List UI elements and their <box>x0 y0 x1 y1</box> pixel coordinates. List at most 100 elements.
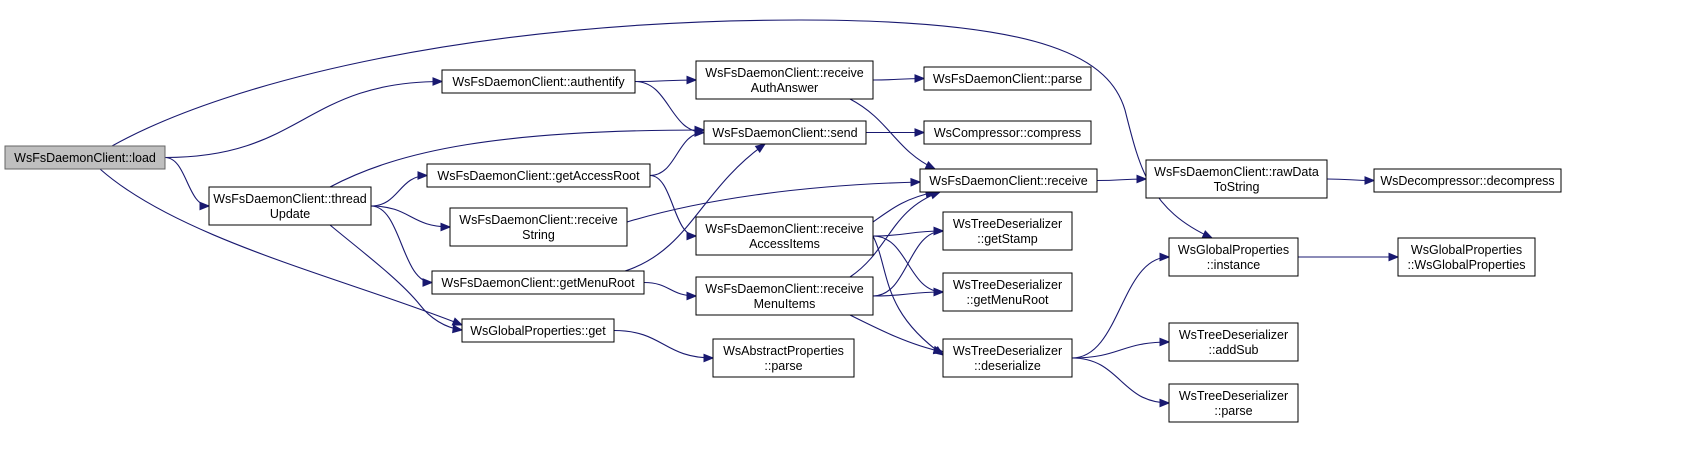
edge-line <box>99 168 463 326</box>
node-label: WsFsDaemonClient::receive <box>705 66 863 80</box>
node-gpGet[interactable]: WsGlobalProperties::get <box>461 318 615 343</box>
node-box <box>919 168 1098 193</box>
node-tdGetMenuRoot[interactable]: WsTreeDeserializer::getMenuRoot <box>942 272 1073 312</box>
edge-load-to-gpGet <box>99 168 464 326</box>
node-label: WsFsDaemonClient::authentify <box>452 75 625 89</box>
node-label: WsCompressor::compress <box>934 126 1081 140</box>
node-label: ::getStamp <box>977 232 1037 246</box>
edge-load-to-threadUpdate <box>164 156 211 211</box>
node-label: ::parse <box>1214 404 1252 418</box>
arrowhead <box>440 222 452 232</box>
edge-deserialize-to-gpInstance <box>1071 252 1171 359</box>
edge-authentify-to-send <box>634 80 706 137</box>
node-apParse[interactable]: WsAbstractProperties::parse <box>712 338 855 378</box>
edge-receiveMenuItems-to-getStamp <box>872 226 945 297</box>
edge-load-to-authentify <box>164 77 444 159</box>
arrowhead <box>417 171 429 180</box>
arrowhead <box>686 75 698 85</box>
node-getAccessRoot[interactable]: WsFsDaemonClient::getAccessRoot <box>426 163 651 188</box>
edge-line <box>329 129 705 188</box>
edge-line <box>634 80 705 134</box>
node-decompress[interactable]: WsDecompressor::decompress <box>1373 168 1562 193</box>
edge-line <box>164 156 210 207</box>
edge-line <box>872 191 936 223</box>
edge-line <box>1071 256 1170 359</box>
node-receive[interactable]: WsFsDaemonClient::receive <box>919 168 1098 193</box>
arrowhead <box>924 161 937 170</box>
edge-authentify-to-receiveAuthAnswer <box>634 75 698 85</box>
arrowhead <box>199 201 211 211</box>
edge-receiveMenuItems-to-deserialize <box>849 314 945 355</box>
arrowhead <box>1159 252 1171 262</box>
node-gpInstance[interactable]: WsGlobalProperties::instance <box>1168 237 1299 277</box>
arrowhead <box>1201 230 1214 239</box>
node-label: WsFsDaemonClient::receive <box>459 213 617 227</box>
node-box <box>1373 168 1562 193</box>
arrowhead <box>686 231 698 241</box>
edge-getMenuRoot-to-receiveMenuItems <box>643 281 698 301</box>
edge-line <box>613 329 714 359</box>
node-box <box>1168 383 1299 423</box>
nodes-layer: WsFsDaemonClient::loadWsFsDaemonClient::… <box>4 60 1562 423</box>
node-label: Update <box>270 207 310 221</box>
node-send[interactable]: WsFsDaemonClient::send <box>703 120 867 145</box>
node-box <box>426 163 651 188</box>
edge-line <box>872 235 944 356</box>
edge-line <box>370 205 433 284</box>
edge-line <box>329 224 463 331</box>
node-label: WsFsDaemonClient::receive <box>705 282 863 296</box>
node-label: WsDecompressor::decompress <box>1380 174 1554 188</box>
arrowhead <box>686 291 698 301</box>
edge-receiveAuthAnswer-to-receive <box>849 98 937 170</box>
arrowhead <box>694 128 706 137</box>
arrowhead <box>929 191 942 200</box>
node-label: WsAbstractProperties <box>723 344 844 358</box>
node-compress[interactable]: WsCompressor::compress <box>923 120 1092 145</box>
node-dcParse[interactable]: WsFsDaemonClient::parse <box>923 66 1092 91</box>
node-getStamp[interactable]: WsTreeDeserializer::getStamp <box>942 211 1073 251</box>
arrowhead <box>1388 252 1400 262</box>
node-box <box>449 207 628 247</box>
node-label: WsFsDaemonClient::receive <box>705 222 863 236</box>
node-gpCtor[interactable]: WsGlobalProperties::WsGlobalProperties <box>1397 237 1536 277</box>
node-box <box>1168 237 1299 277</box>
arrowhead <box>451 317 464 326</box>
node-label: WsFsDaemonClient::getMenuRoot <box>441 276 635 290</box>
node-box <box>923 66 1092 91</box>
edge-getAccessRoot-to-receiveAccessItems <box>649 174 698 241</box>
edge-line <box>849 314 944 353</box>
node-label: WsFsDaemonClient::send <box>712 126 857 140</box>
edge-line <box>649 131 705 177</box>
node-addSub[interactable]: WsTreeDeserializer::addSub <box>1168 322 1299 362</box>
arrowhead <box>1159 398 1171 408</box>
edge-threadUpdate-to-gpGet <box>329 224 464 334</box>
arrowhead <box>914 128 926 137</box>
node-tdParse[interactable]: WsTreeDeserializer::parse <box>1168 383 1299 423</box>
node-deserialize[interactable]: WsTreeDeserializer::deserialize <box>942 338 1073 378</box>
edge-threadUpdate-to-getAccessRoot <box>370 171 429 207</box>
edge-line <box>1071 357 1170 404</box>
edge-receiveMenuItems-to-receive <box>849 191 942 278</box>
arrowhead <box>703 353 715 363</box>
arrowhead <box>1159 337 1171 347</box>
edge-line <box>872 230 944 297</box>
node-label: WsFsDaemonClient::rawData <box>1154 165 1319 179</box>
node-authentify[interactable]: WsFsDaemonClient::authentify <box>441 69 636 94</box>
node-label: ::instance <box>1207 258 1261 272</box>
node-getMenuRoot[interactable]: WsFsDaemonClient::getMenuRoot <box>431 270 645 295</box>
node-load[interactable]: WsFsDaemonClient::load <box>4 145 166 170</box>
edge-threadUpdate-to-receiveString <box>370 205 452 232</box>
arrowhead <box>933 226 945 236</box>
edge-send-to-compress <box>865 128 926 137</box>
edge-line <box>370 205 451 228</box>
node-label: WsFsDaemonClient::load <box>14 151 156 165</box>
arrowhead <box>914 74 926 83</box>
edge-line <box>111 19 1213 239</box>
